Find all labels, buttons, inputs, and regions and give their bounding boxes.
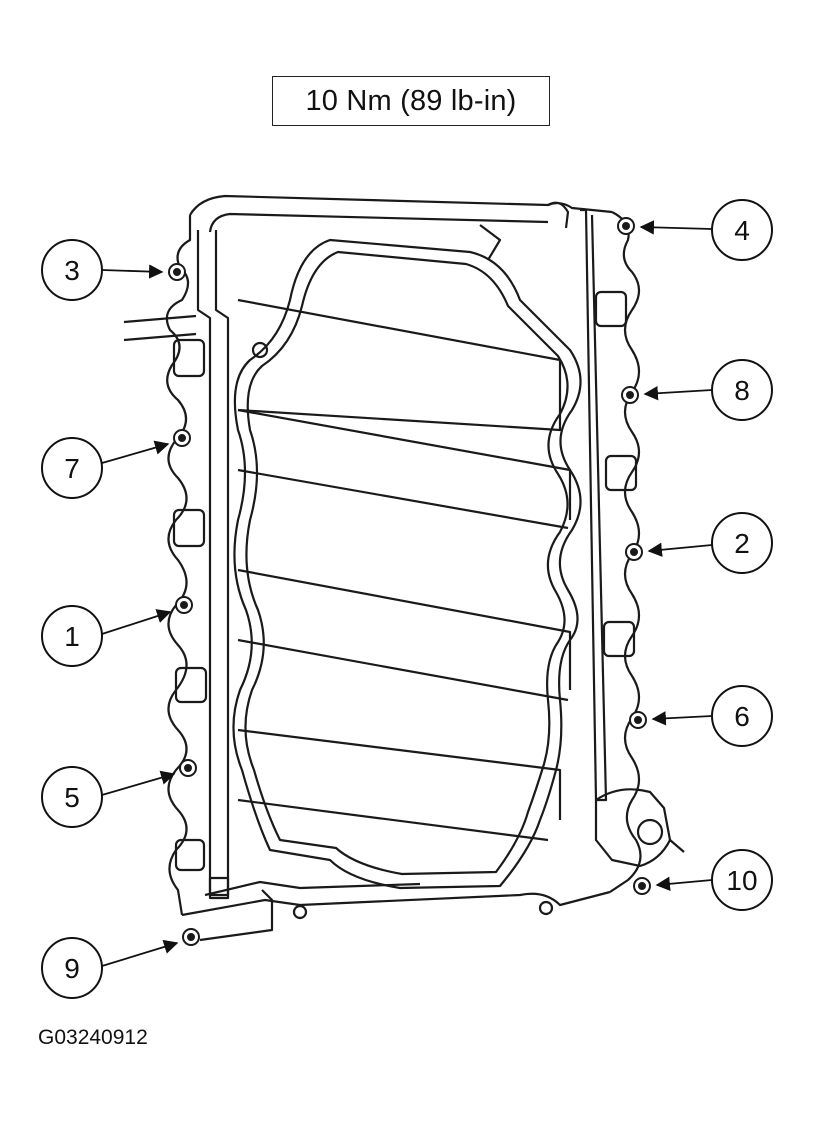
bolt-6: [629, 711, 647, 729]
callout-10: 10: [711, 849, 773, 911]
callout-10-label: 10: [726, 865, 757, 896]
bolt-10: [633, 877, 651, 895]
bolt-5: [179, 759, 197, 777]
bolt-8: [621, 386, 639, 404]
manifold-outline: [123, 194, 685, 942]
callout-5: 5: [41, 766, 103, 828]
callout-3: 3: [41, 239, 103, 301]
callout-7: 7: [41, 437, 103, 499]
callout-6: 6: [711, 685, 773, 747]
callout-8-label: 8: [734, 375, 750, 406]
callout-1-label: 1: [64, 621, 80, 652]
bolt-1: [175, 596, 193, 614]
callout-4-label: 4: [734, 215, 750, 246]
callout-2-label: 2: [734, 528, 750, 559]
callout-7-label: 7: [64, 453, 80, 484]
bolt-2: [625, 543, 643, 561]
bolts: [168, 217, 651, 946]
callout-9-label: 9: [64, 953, 80, 984]
callout-2: 2: [711, 512, 773, 574]
callout-3-label: 3: [64, 255, 80, 286]
callout-leaders: [101, 220, 713, 967]
callout-6-label: 6: [734, 701, 750, 732]
figure-code: G03240912: [38, 1026, 148, 1049]
bolt-3: [168, 263, 186, 281]
bolt-9: [182, 928, 200, 946]
bolt-4: [617, 217, 635, 235]
torque-specification: 10 Nm (89 lb-in): [272, 76, 550, 126]
callout-9: 9: [41, 937, 103, 999]
callouts: 3 7 1 5 9 4 8 2: [41, 199, 773, 999]
callout-8: 8: [711, 359, 773, 421]
callout-1: 1: [41, 605, 103, 667]
bolt-7: [173, 429, 191, 447]
callout-5-label: 5: [64, 782, 80, 813]
callout-4: 4: [711, 199, 773, 261]
